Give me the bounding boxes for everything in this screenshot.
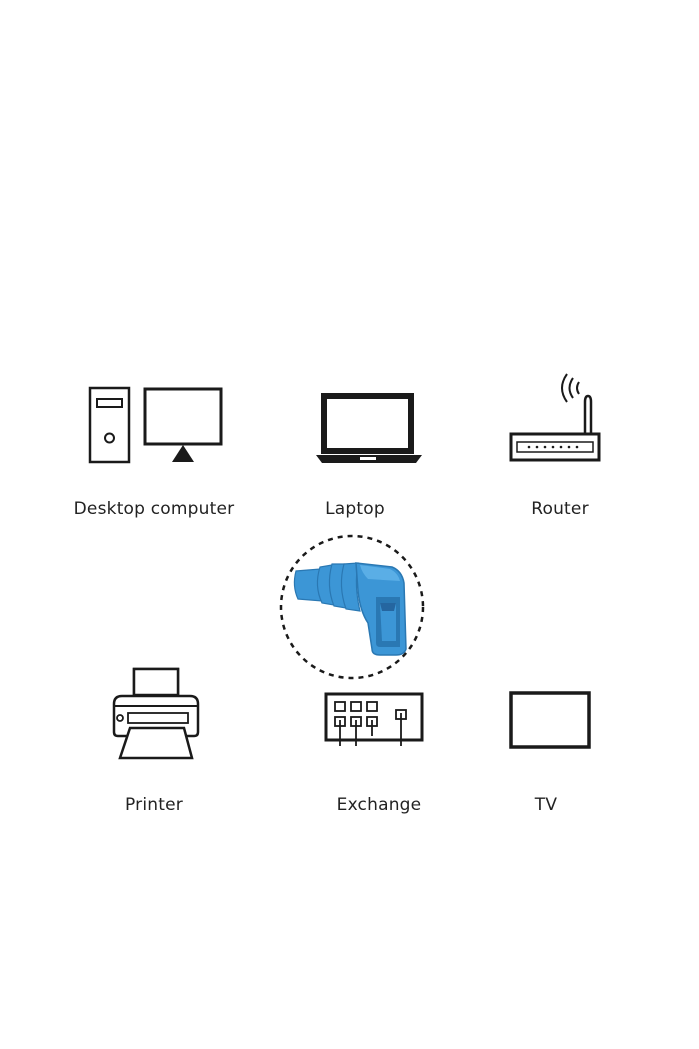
desktop-computer-label: Desktop computer	[73, 499, 235, 519]
laptop-icon	[316, 393, 422, 463]
printer-label: Printer	[125, 795, 183, 815]
router-icon	[509, 373, 601, 462]
laptop-label: Laptop	[325, 499, 385, 519]
tv-label: TV	[534, 795, 558, 815]
exchange-icon	[324, 692, 424, 746]
printer-icon	[112, 667, 200, 760]
router-label: Router	[531, 499, 589, 519]
exchange-label: Exchange	[336, 795, 422, 815]
rj45-boot-icon	[279, 534, 425, 680]
desktop-computer-icon	[88, 386, 223, 464]
tv-icon	[509, 691, 591, 749]
